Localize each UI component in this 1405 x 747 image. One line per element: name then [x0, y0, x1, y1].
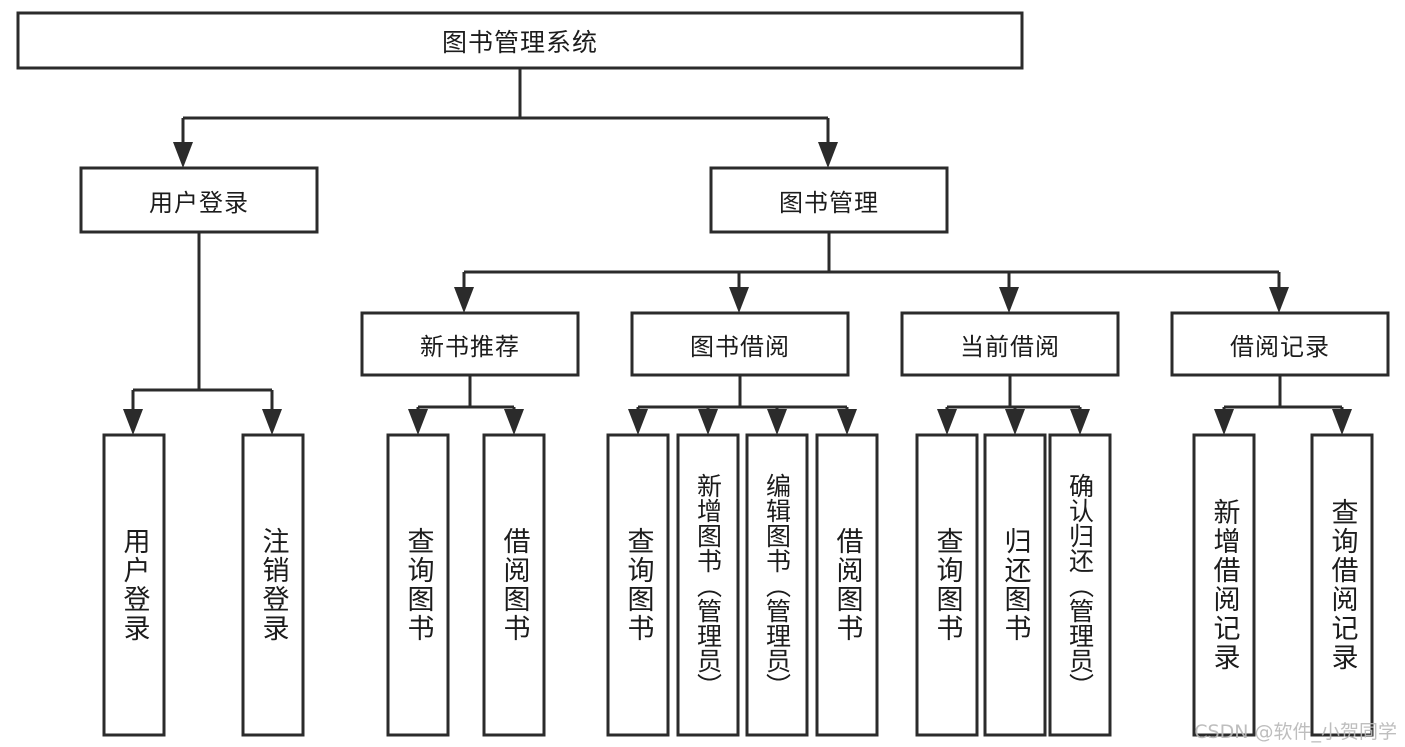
node-box-book-management[interactable]	[709, 166, 949, 234]
node-box-leaf-query-book-rec[interactable]	[386, 433, 450, 737]
node-box-current-borrow[interactable]	[900, 311, 1120, 377]
node-box-book-borrow[interactable]	[630, 311, 850, 377]
node-box-borrow-records[interactable]	[1170, 311, 1390, 377]
arrow-head-icon	[1070, 409, 1090, 435]
node-box-root[interactable]	[16, 11, 1024, 70]
arrow-head-icon	[729, 287, 749, 313]
connector-root	[173, 68, 838, 168]
node-box-user-login[interactable]	[79, 166, 319, 234]
node-box-leaf-borrow-book[interactable]	[815, 433, 879, 737]
arrow-head-icon	[173, 142, 193, 168]
arrow-head-icon	[504, 409, 524, 435]
arrow-head-icon	[454, 287, 474, 313]
arrow-head-icon	[837, 409, 857, 435]
node-box-leaf-edit-book-admin[interactable]	[745, 433, 809, 737]
connector-book-borrow	[628, 375, 857, 435]
arrow-head-icon	[999, 287, 1019, 313]
connector-book-management	[454, 232, 1289, 313]
node-box-leaf-add-book-admin[interactable]	[676, 433, 740, 737]
arrow-head-icon	[1332, 409, 1352, 435]
connector-current-borrow	[937, 375, 1090, 435]
arrow-head-icon	[1269, 287, 1289, 313]
node-box-leaf-query-borrow-record[interactable]	[1310, 433, 1374, 737]
connector-new-book-recommend	[408, 375, 524, 435]
arrow-head-icon	[1214, 409, 1234, 435]
node-box-leaf-logout[interactable]	[241, 433, 305, 737]
connector-borrow-records	[1214, 375, 1352, 435]
node-box-leaf-query-book-current[interactable]	[915, 433, 979, 737]
node-box-leaf-user-login[interactable]	[102, 433, 166, 737]
node-box-leaf-return-book[interactable]	[983, 433, 1047, 737]
node-box-leaf-confirm-return-admin[interactable]	[1048, 433, 1112, 737]
arrow-head-icon	[818, 142, 838, 168]
arrow-head-icon	[937, 409, 957, 435]
arrow-head-icon	[628, 409, 648, 435]
arrow-head-icon	[262, 409, 282, 435]
arrow-head-icon	[767, 409, 787, 435]
node-box-leaf-borrow-book-rec[interactable]	[482, 433, 546, 737]
node-box-new-book-recommend[interactable]	[360, 311, 580, 377]
node-box-leaf-add-borrow-record[interactable]	[1192, 433, 1256, 737]
arrow-head-icon	[698, 409, 718, 435]
node-box-leaf-query-book-borrow[interactable]	[606, 433, 670, 737]
arrow-head-icon	[123, 409, 143, 435]
connector-user-login	[123, 232, 282, 435]
arrow-head-icon	[1005, 409, 1025, 435]
arrow-head-icon	[408, 409, 428, 435]
